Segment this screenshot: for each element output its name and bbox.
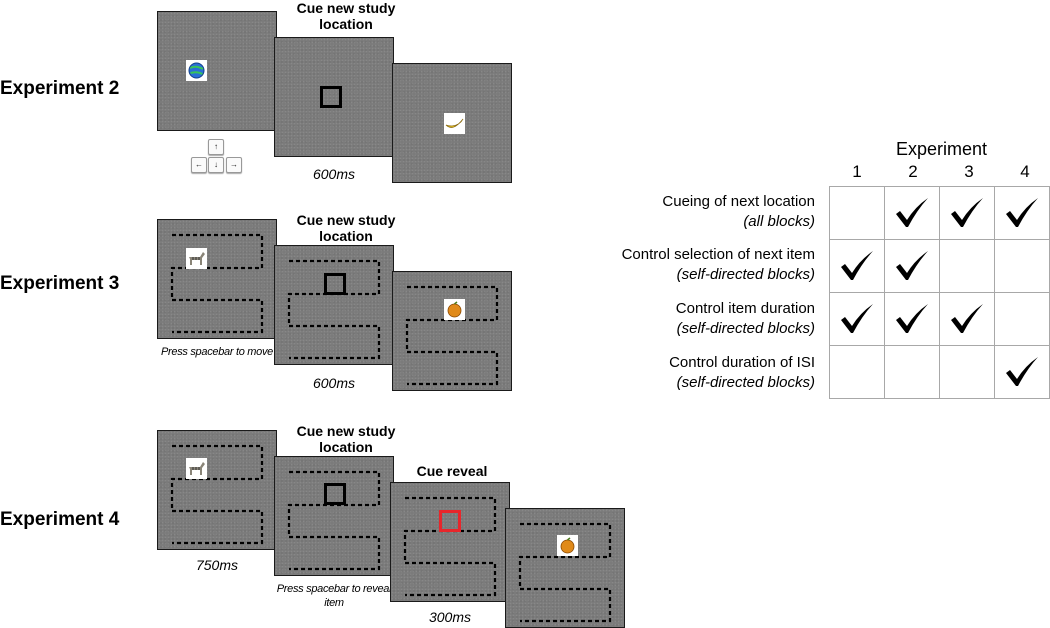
exp2-cue-caption: Cue new study location — [296, 0, 396, 32]
row-3-sub: (self-directed blocks) — [676, 320, 815, 337]
exp3-next-screen — [392, 271, 512, 391]
exp2-cue-screen — [274, 37, 394, 157]
grid-cell — [939, 239, 995, 293]
grid-cell — [939, 292, 995, 346]
exp4-item-screen — [505, 508, 625, 628]
exp2-cue-square — [320, 86, 342, 108]
grid-cell — [829, 186, 885, 240]
arrow-down-key: ↓ — [208, 157, 224, 173]
checkmark-icon — [1006, 198, 1038, 227]
col-2-label: 2 — [908, 162, 918, 181]
experiment-4-label: Experiment 4 — [0, 509, 120, 530]
checkmark-icon — [896, 304, 928, 333]
grid-row — [829, 239, 1050, 293]
grid-cell — [884, 345, 940, 399]
exp2-banana-item — [444, 113, 465, 134]
exp4-cue-square — [324, 483, 346, 505]
checkmark-icon — [896, 251, 928, 280]
banana-icon — [445, 118, 464, 128]
exp4-study-screen — [157, 430, 277, 550]
exp4-reveal-caption: Cue reveal — [416, 463, 488, 479]
exp2-next-screen — [392, 63, 512, 183]
exp3-zebra-item — [186, 248, 207, 269]
arrow-left-key: ← — [191, 157, 207, 173]
grid-cell — [994, 186, 1050, 240]
grid-cell — [884, 292, 940, 346]
row-4-sub: (self-directed blocks) — [676, 374, 815, 391]
col-4-label: 4 — [1020, 162, 1030, 181]
grid-cell — [829, 345, 885, 399]
feature-grid — [829, 186, 1050, 399]
table-header: Experiment — [896, 139, 988, 159]
col-1-label: 1 — [852, 162, 862, 181]
checkmark-icon — [841, 251, 873, 280]
grid-cell — [994, 239, 1050, 293]
exp4-timing-reveal: 300ms — [428, 609, 472, 625]
zebra-icon — [189, 462, 205, 475]
exp3-cue-square — [324, 273, 346, 295]
exp2-planet-item — [186, 60, 207, 81]
row-1-sub: (all blocks) — [743, 213, 815, 230]
orange-icon — [447, 301, 462, 318]
grid-cell — [884, 186, 940, 240]
exp4-reveal-screen — [390, 482, 510, 602]
experiment-3-label: Experiment 3 — [0, 273, 120, 294]
arrow-up-key: ↑ — [208, 139, 224, 155]
experiment-2-label: Experiment 2 — [0, 78, 120, 99]
exp4-instruction: Press spacebar to reveal item — [276, 583, 392, 609]
grid-cell — [939, 186, 995, 240]
checkmark-icon — [1006, 357, 1038, 386]
checkmark-icon — [896, 198, 928, 227]
zebra-icon — [189, 252, 205, 265]
row-2-label: Control selection of next item (self-dir… — [622, 245, 815, 285]
grid-row — [829, 345, 1050, 399]
exp4-timing-first: 750ms — [195, 557, 239, 573]
grid-cell — [939, 345, 995, 399]
serpentine-path — [287, 259, 381, 360]
row-4-label: Control duration of ISI (self-directed b… — [669, 353, 815, 393]
row-2-title: Control selection of next item — [621, 246, 815, 263]
exp4-cue-caption: Cue new study location — [296, 423, 396, 455]
exp3-cue-screen — [274, 245, 394, 365]
arrow-right-key: → — [226, 157, 242, 173]
exp2-study-screen — [157, 11, 277, 131]
col-3-label: 3 — [964, 162, 974, 181]
serpentine-path — [403, 496, 497, 597]
exp4-cue-screen — [274, 456, 394, 576]
exp4-zebra-item — [186, 458, 207, 479]
grid-cell — [829, 292, 885, 346]
exp4-red-cue-square — [439, 510, 461, 532]
grid-cell — [994, 292, 1050, 346]
planet-icon — [188, 62, 205, 79]
row-3-title: Control item duration — [675, 300, 815, 317]
exp3-timing: 600ms — [312, 375, 356, 391]
grid-row — [829, 186, 1050, 240]
exp2-timing: 600ms — [312, 166, 356, 182]
checkmark-icon — [951, 198, 983, 227]
serpentine-path — [170, 233, 264, 334]
checkmark-icon — [951, 304, 983, 333]
serpentine-path — [518, 522, 612, 623]
exp3-instruction: Press spacebar to move — [160, 346, 273, 358]
serpentine-path — [170, 444, 264, 545]
exp3-cue-caption: Cue new study location — [296, 212, 396, 244]
row-3-label: Control item duration (self-directed blo… — [676, 299, 815, 339]
serpentine-path — [405, 285, 499, 386]
grid-cell — [994, 345, 1050, 399]
row-1-label: Cueing of next location (all blocks) — [662, 192, 815, 232]
exp3-study-screen — [157, 219, 277, 339]
serpentine-path — [287, 470, 381, 571]
grid-cell — [884, 239, 940, 293]
exp4-orange-item — [557, 535, 578, 556]
exp3-orange-item — [444, 299, 465, 320]
grid-row — [829, 292, 1050, 346]
checkmark-icon — [841, 304, 873, 333]
row-4-title: Control duration of ISI — [669, 354, 815, 371]
row-2-sub: (self-directed blocks) — [676, 266, 815, 283]
orange-icon — [560, 537, 575, 554]
grid-cell — [829, 239, 885, 293]
row-1-title: Cueing of next location — [662, 193, 815, 210]
